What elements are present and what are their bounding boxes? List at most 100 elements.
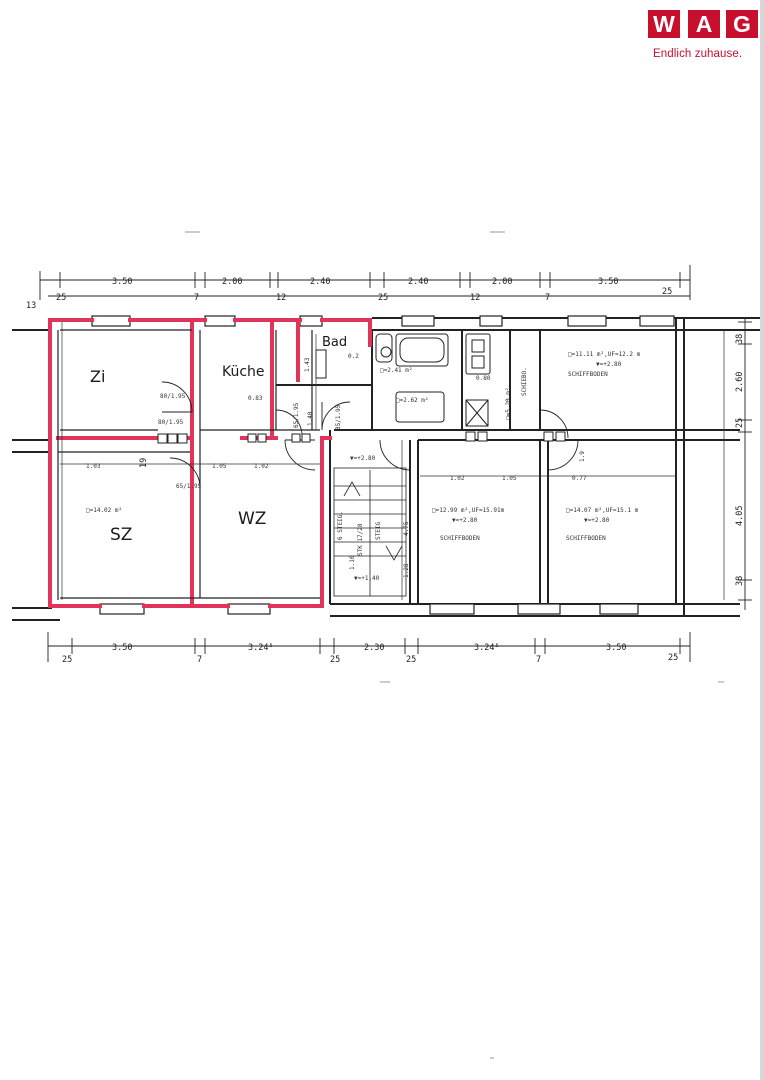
schiffboden-left-label: SCHIFFBODEN bbox=[440, 535, 480, 542]
inner-dimension-lines bbox=[60, 322, 725, 600]
dim-bottom-5: 3.50 bbox=[606, 643, 626, 653]
dim-inner-14: 1.9 bbox=[579, 451, 586, 462]
bottom-dimension-labels: 3.50 3.24⁵ 2.30 3.24⁵ 3.50 25 7 25 25 7 … bbox=[62, 643, 678, 665]
dim-inner-3: 0.83 bbox=[248, 395, 263, 402]
inner-dimension-labels: 1.43 0.2 0.83 1.40 1.03 1.05 1.02 1.02 1… bbox=[86, 353, 587, 578]
schiffboden-top-area: □=11.11 m²,UF=12.2 m bbox=[568, 351, 641, 358]
schiffboden-top-label: SCHIFFBODEN bbox=[568, 371, 608, 378]
top-dimension-labels: 3.50 2.00 2.40 2.40 2.00 3.50 25 7 12 25… bbox=[56, 277, 672, 303]
dim-top-1: 3.50 bbox=[112, 277, 132, 287]
stair-height: ▼=+2.80 bbox=[350, 455, 376, 462]
dim-bottom-4: 3.24⁵ bbox=[474, 643, 500, 653]
dim-right-3: 25 bbox=[735, 418, 745, 428]
dim-inner-12: 1.28 bbox=[403, 563, 410, 578]
top-dimension-chain bbox=[39, 265, 691, 300]
stair-size: STK 17/28 bbox=[357, 523, 364, 556]
dim-inner-10: 0.77 bbox=[572, 475, 587, 482]
dim-bottom-3: 2.30 bbox=[364, 643, 384, 653]
dim-bottom-small-6: 25 bbox=[668, 653, 678, 663]
dim-top-6: 3.50 bbox=[598, 277, 618, 287]
sz-area: □=14.02 m² bbox=[86, 507, 122, 514]
door-4: 65/1.95 bbox=[293, 402, 300, 428]
dim-inner-9: 1.05 bbox=[502, 475, 517, 482]
wag-logo: W A G Endlich zuhause. bbox=[648, 8, 760, 64]
schiebo-label: SCHIEBO. bbox=[521, 367, 528, 396]
room-label-zimmer: Zi bbox=[90, 367, 105, 386]
dim-top-small-7: 25 bbox=[662, 287, 672, 297]
dim-right-2: 2.60 bbox=[735, 372, 745, 392]
schiffboden-left-height: ▼=+2.80 bbox=[452, 517, 478, 524]
dim-top-5: 2.00 bbox=[492, 277, 512, 287]
dim-top-small-5: 12 bbox=[470, 293, 480, 303]
dim-inner-8: 1.02 bbox=[450, 475, 465, 482]
dim-bottom-2: 3.24⁵ bbox=[248, 643, 274, 653]
schiffboden-top-height: ▼=+2.80 bbox=[596, 361, 622, 368]
dim-inner-7: 1.02 bbox=[254, 463, 269, 470]
dim-left-1: 13 bbox=[26, 301, 36, 311]
dim-top-small-1: 25 bbox=[56, 293, 66, 303]
logo-letter-g: G bbox=[726, 10, 758, 38]
schiffboden-left-area: □=12.99 m²,UF=15.91m bbox=[432, 507, 505, 514]
schiffboden-mid-area: □=14.07 m²,UF=15.1 m bbox=[566, 507, 639, 514]
room-label-wz: WZ bbox=[238, 509, 266, 529]
right-dimension-chain bbox=[738, 318, 752, 610]
door-3: 65/1.95 bbox=[176, 483, 202, 490]
door-swings bbox=[161, 381, 579, 489]
right-dimension-labels: 38 2.60 25 4.05 38 13 19 bbox=[26, 301, 745, 586]
schiffboden-mid-label: SCHIFFBODEN bbox=[566, 535, 606, 542]
bad-area: □=2.41 m² bbox=[380, 367, 413, 374]
logo-letter-w: W bbox=[648, 10, 680, 38]
staircase bbox=[333, 467, 407, 597]
dim-bottom-1: 3.50 bbox=[112, 643, 132, 653]
apartment-outline-highlight bbox=[48, 318, 372, 608]
schiffboden-mid-height: ▼=+2.80 bbox=[584, 517, 610, 524]
dim-bottom-small-5: 7 bbox=[536, 655, 541, 665]
vr-area: □=5.20 m² bbox=[505, 387, 512, 420]
dim-inner-13: 1.10 bbox=[349, 555, 356, 570]
room-labels: Zi Küche Bad SZ WZ □=14.02 m² □=12.99 m²… bbox=[86, 335, 641, 582]
dim-bottom-small-2: 7 bbox=[197, 655, 202, 665]
dim-right-5: 38 bbox=[735, 576, 745, 586]
dim-top-small-4: 25 bbox=[378, 293, 388, 303]
room-label-bad: Bad bbox=[322, 335, 347, 350]
dim-top-3: 2.40 bbox=[310, 277, 330, 287]
dim-inner-5: 1.03 bbox=[86, 463, 101, 470]
stair-level: ▼=+1.40 bbox=[354, 575, 380, 582]
apartment-inner-walls bbox=[57, 329, 320, 600]
chimney-shafts bbox=[157, 431, 566, 444]
dim-inner-1: 1.43 bbox=[304, 357, 311, 372]
dim-top-4: 2.40 bbox=[408, 277, 428, 287]
dim-left-2: 19 bbox=[139, 458, 149, 468]
dim-inner-15: 0.80 bbox=[476, 375, 491, 382]
bottom-dimension-chain bbox=[47, 632, 691, 662]
dim-top-small-3: 12 bbox=[276, 293, 286, 303]
dim-top-2: 2.00 bbox=[222, 277, 242, 287]
building-walls bbox=[12, 317, 760, 621]
scan-edge-shadow bbox=[760, 0, 764, 1080]
door-1: 80/1.95 bbox=[158, 419, 184, 426]
dim-bottom-small-3: 25 bbox=[330, 655, 340, 665]
dim-top-small-6: 7 bbox=[545, 293, 550, 303]
room-label-kueche: Küche bbox=[222, 364, 265, 380]
bad-area-2: □=2.62 m² bbox=[396, 397, 429, 404]
scan-marks bbox=[185, 231, 724, 1059]
dim-bottom-small-1: 25 bbox=[62, 655, 72, 665]
door-2: 80/1.95 bbox=[160, 393, 186, 400]
door-5: 85/1.95 bbox=[335, 404, 342, 430]
dim-top-small-2: 7 bbox=[194, 293, 199, 303]
dim-inner-6: 1.05 bbox=[212, 463, 227, 470]
room-label-sz: SZ bbox=[110, 525, 132, 545]
dim-right-4: 4.05 bbox=[735, 506, 745, 526]
windows bbox=[91, 315, 675, 615]
stair-steps-right: STEIG bbox=[375, 522, 382, 540]
logo-wordmark: W A G bbox=[648, 8, 758, 40]
logo-letter-a: A bbox=[688, 10, 720, 38]
dim-inner-4: 1.40 bbox=[307, 411, 314, 426]
dim-bottom-small-4: 25 bbox=[406, 655, 416, 665]
dim-inner-11: 4.75 bbox=[403, 521, 410, 536]
stair-steps: 6 STEIG. bbox=[337, 511, 344, 540]
dim-right-1: 38 bbox=[735, 334, 745, 344]
dim-inner-2: 0.2 bbox=[348, 353, 359, 360]
logo-tagline: Endlich zuhause. bbox=[653, 48, 743, 60]
